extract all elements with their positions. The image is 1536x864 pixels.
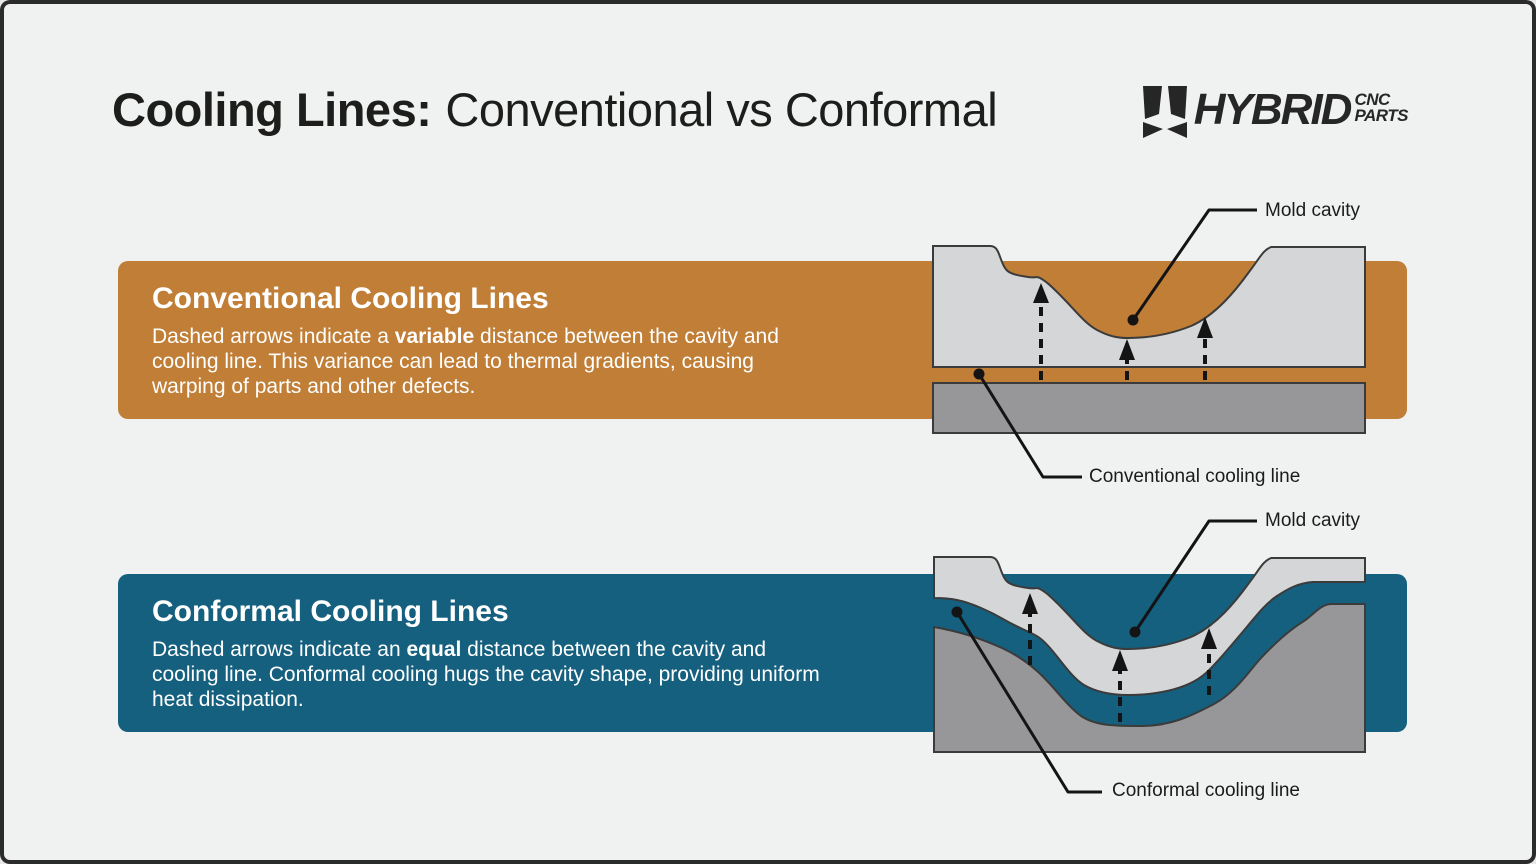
page-title: Cooling Lines:Conventional vs Conformal <box>112 82 998 137</box>
conformal-body-pre: Dashed arrows indicate an <box>152 638 407 661</box>
conventional-mold-block <box>932 245 1366 368</box>
conventional-base-block <box>932 382 1366 434</box>
conformal-body-bold: equal <box>406 638 462 661</box>
conventional-body-bold: variable <box>394 325 475 348</box>
logo-mark-icon <box>1142 86 1187 138</box>
conformal-section-banner: Conformal Cooling Lines Dashed arrows in… <box>118 574 1407 732</box>
conformal-mold-cavity-label: Mold cavity <box>1265 510 1361 531</box>
logo-sub-text: CNC PARTS <box>1354 90 1408 125</box>
conformal-base-block <box>933 603 1366 753</box>
conventional-body-pre: Dashed arrows indicate a <box>152 325 395 348</box>
conformal-heat-arrow-1 <box>1022 593 1038 665</box>
conventional-heat-arrow-1 <box>1033 283 1049 380</box>
conformal-mold-block <box>933 556 1366 697</box>
conventional-body: Dashed arrows indicate a variable distan… <box>152 324 820 399</box>
conformal-body: Dashed arrows indicate an equal distance… <box>152 637 820 712</box>
conventional-heat-arrow-2 <box>1119 339 1135 380</box>
hybrid-cnc-parts-logo: HYBRID CNC PARTS <box>1142 84 1408 140</box>
conformal-heading: Conformal Cooling Lines <box>152 595 509 628</box>
conventional-cooling-line-label: Conventional cooling line <box>1089 466 1301 487</box>
conventional-mold-cavity-label: Mold cavity <box>1265 200 1361 221</box>
conventional-heading: Conventional Cooling Lines <box>152 282 549 315</box>
page-title-regular: Conventional vs Conformal <box>445 83 998 136</box>
logo-sub-bottom: PARTS <box>1354 106 1408 125</box>
conventional-cooling-diagram <box>932 208 1366 479</box>
conformal-heat-arrow-2 <box>1112 650 1128 722</box>
conformal-cooling-line-leader <box>951 606 1102 794</box>
logo-sub-top: CNC <box>1354 90 1390 109</box>
conventional-heat-arrow-3 <box>1197 317 1213 380</box>
conformal-body-post: distance between the cavity and cooling … <box>152 638 820 711</box>
conventional-mold-cavity-leader <box>1127 208 1257 326</box>
page-title-bold: Cooling Lines: <box>112 83 432 136</box>
conventional-cooling-line-leader <box>973 368 1082 479</box>
logo-brand-text: HYBRID <box>1193 85 1353 134</box>
conformal-cooling-diagram <box>933 519 1366 794</box>
conformal-mold-cavity-leader <box>1129 519 1257 638</box>
conventional-body-post: distance between the cavity and cooling … <box>152 325 779 398</box>
conformal-cooling-line-label: Conformal cooling line <box>1112 780 1300 801</box>
conformal-heat-arrow-3 <box>1201 628 1217 695</box>
